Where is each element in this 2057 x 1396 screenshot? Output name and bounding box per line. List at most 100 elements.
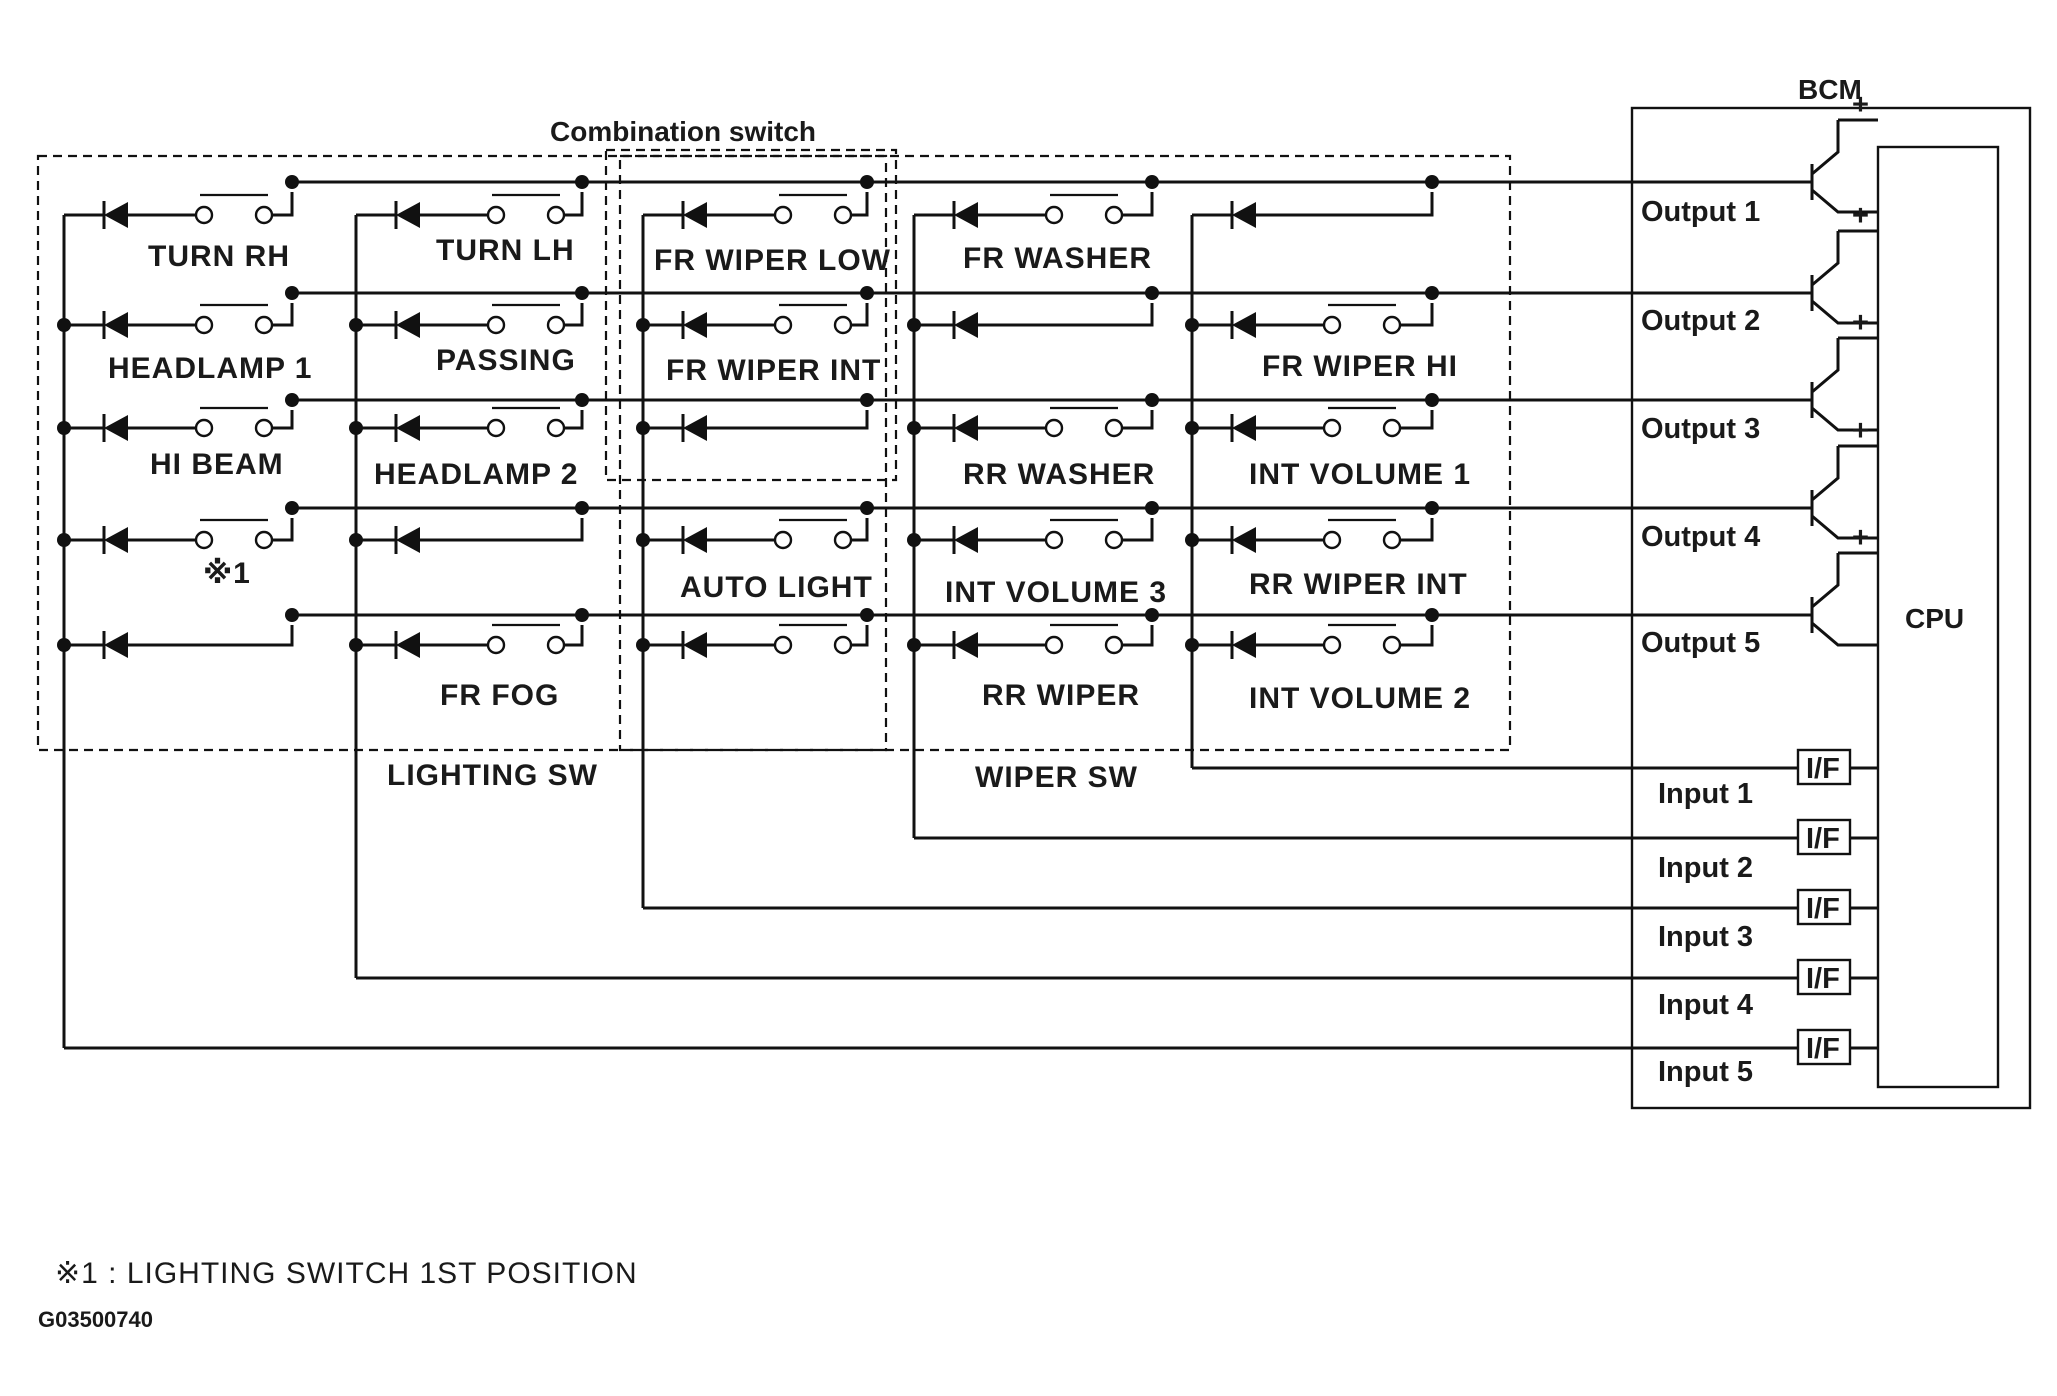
output-2-plus-sign: + xyxy=(1852,200,1869,232)
cell-c5-r5-to-output xyxy=(1400,625,1434,647)
switch-label-headlamp-2: HEADLAMP 2 xyxy=(374,458,578,491)
cell-c5-r2-contact-right xyxy=(1382,315,1402,335)
input-5-if-box xyxy=(1796,1028,1852,1066)
cell-c3-r3-diode-icon xyxy=(683,415,707,441)
wiper-switch-boundary xyxy=(618,154,1512,752)
cell-c2-r2-diode-icon xyxy=(396,312,420,338)
cell-c4-r1-diode-icon xyxy=(954,202,978,228)
cell-c1-r2-contact-left xyxy=(194,315,214,335)
input-1-if-box xyxy=(1796,748,1852,786)
cell-c5-r4-to-output xyxy=(1400,518,1434,542)
cell-c1-r3-contact-right xyxy=(254,418,274,438)
cell-c5-r2-diode-icon xyxy=(1232,312,1256,338)
switch-label-fr-wiper-int: FR WIPER INT xyxy=(666,354,881,387)
cell-c5-r2-bus-dot xyxy=(1185,318,1199,332)
cell-c2-r4-bus-dot xyxy=(349,533,363,547)
cell-c4-r5-bus-dot xyxy=(907,638,921,652)
cell-c2-r2-bus-dot xyxy=(349,318,363,332)
cell-c5-r5-bus-dot xyxy=(1185,638,1199,652)
cell-c1-r1-contact-left xyxy=(194,205,214,225)
cell-c1-r2-bus-dot xyxy=(57,318,71,332)
lighting-sw-label: LIGHTING SW xyxy=(387,759,598,792)
cell-c1-r4-contact-right xyxy=(254,530,274,550)
bcm-box xyxy=(1630,106,2032,1110)
cell-c3-r1-contact-left xyxy=(773,205,793,225)
cell-c2-r3-to-output xyxy=(564,410,584,430)
cell-c5-r3-diode-icon xyxy=(1232,415,1256,441)
cell-c3-r4-bus-dot xyxy=(636,533,650,547)
cell-c4-r4-diode-icon xyxy=(954,527,978,553)
cell-c4-r4-contact-right xyxy=(1104,530,1124,550)
output-3-collector xyxy=(1811,338,1840,394)
cell-c3-r1-diode-icon xyxy=(683,202,707,228)
cell-c3-r4-diode-icon xyxy=(683,527,707,553)
output-2-label: Output 2 xyxy=(1641,305,1760,337)
cell-c2-r1-contact-right xyxy=(546,205,566,225)
input-1-label: Input 1 xyxy=(1658,778,1753,810)
switch-label-rr-washer: RR WASHER xyxy=(963,458,1155,491)
cell-c1-r3-diode-icon xyxy=(104,415,128,441)
cell-c3-r2-to-output xyxy=(851,303,869,327)
cell-c1-r3-contact-left xyxy=(194,418,214,438)
cell-c3-r5-diode-icon xyxy=(683,632,707,658)
cell-c1-r4-diode-icon xyxy=(104,527,128,553)
cell-c4-r2-diode-icon xyxy=(954,312,978,338)
cell-c5-r2-contact-left xyxy=(1322,315,1342,335)
cell-c5-r5-contact-left xyxy=(1322,635,1342,655)
cell-c2-r2-to-output xyxy=(564,303,584,327)
bcm-label: BCM xyxy=(1798,74,1862,105)
switch-label-turn-rh: TURN RH xyxy=(148,240,290,273)
output-4-label: Output 4 xyxy=(1641,521,1760,553)
cell-c1-r4-contact-left xyxy=(194,530,214,550)
cell-c5-r3-contact-right xyxy=(1382,418,1402,438)
cell-c4-r3-bus-dot xyxy=(907,421,921,435)
switch-label-int-volume-1: INT VOLUME 1 xyxy=(1249,458,1471,491)
combination-switch-label: Combination switch xyxy=(550,116,816,147)
input-1-if-label: I/F xyxy=(1806,753,1840,785)
cell-c4-r1-contact-left xyxy=(1044,205,1064,225)
cell-c2-r3-diode-icon xyxy=(396,415,420,441)
cell-c1-r3-bus-dot xyxy=(57,421,71,435)
cell-c1-r1-contact-right xyxy=(254,205,274,225)
wiring xyxy=(57,175,1878,1050)
cell-c5-r1-diode-icon xyxy=(1232,202,1256,228)
output-1-plus-sign: + xyxy=(1852,89,1869,121)
cell-c2-r5-bus-dot xyxy=(349,638,363,652)
input-4-if-label: I/F xyxy=(1806,963,1840,995)
output-5-plus-sign: + xyxy=(1852,522,1869,554)
cell-c5-r5-contact-right xyxy=(1382,635,1402,655)
cell-c4-r3-to-output xyxy=(1122,410,1154,430)
switch-label-auto-light: AUTO LIGHT xyxy=(680,571,873,604)
cell-c5-r4-diode-icon xyxy=(1232,527,1256,553)
cell-c1-r2-diode-icon xyxy=(104,312,128,338)
cell-c5-r4-contact-right xyxy=(1382,530,1402,550)
cell-c2-r3-contact-right xyxy=(546,418,566,438)
output-4-collector xyxy=(1811,446,1840,502)
cell-c4-r3-contact-left xyxy=(1044,418,1064,438)
cell-c5-r4-bus-dot xyxy=(1185,533,1199,547)
cell-c3-r4-to-output xyxy=(851,518,869,542)
input-3-label: Input 3 xyxy=(1658,921,1753,953)
input-4-label: Input 4 xyxy=(1658,989,1753,1021)
figure-code: G03500740 xyxy=(38,1307,153,1332)
input-4-if-box xyxy=(1796,958,1852,996)
cell-c3-r3-bus-dot xyxy=(636,421,650,435)
cell-c4-r2-bus-dot xyxy=(907,318,921,332)
cell-c4-r4-contact-left xyxy=(1044,530,1064,550)
cell-c2-r5-contact-right xyxy=(546,635,566,655)
cell-c1-r4-to-output xyxy=(272,518,294,542)
cell-c3-r4-contact-right xyxy=(833,530,853,550)
switch-label-rr-wiper: RR WIPER xyxy=(982,679,1140,712)
cell-c4-r1-contact-right xyxy=(1104,205,1124,225)
cell-c5-r5-diode-icon xyxy=(1232,632,1256,658)
cell-c4-r5-diode-icon xyxy=(954,632,978,658)
cell-c4-r5-contact-left xyxy=(1044,635,1064,655)
output-5-collector xyxy=(1811,553,1840,609)
output-2-collector xyxy=(1811,231,1840,287)
cell-c1-r1-diode-icon xyxy=(104,202,128,228)
bcm-internals: +++++I/FI/FI/FI/FI/F xyxy=(1790,89,1878,1066)
cell-c4-r4-bus-dot xyxy=(907,533,921,547)
cell-c3-r4-contact-left xyxy=(773,530,793,550)
output-2-emitter xyxy=(1811,299,1878,325)
